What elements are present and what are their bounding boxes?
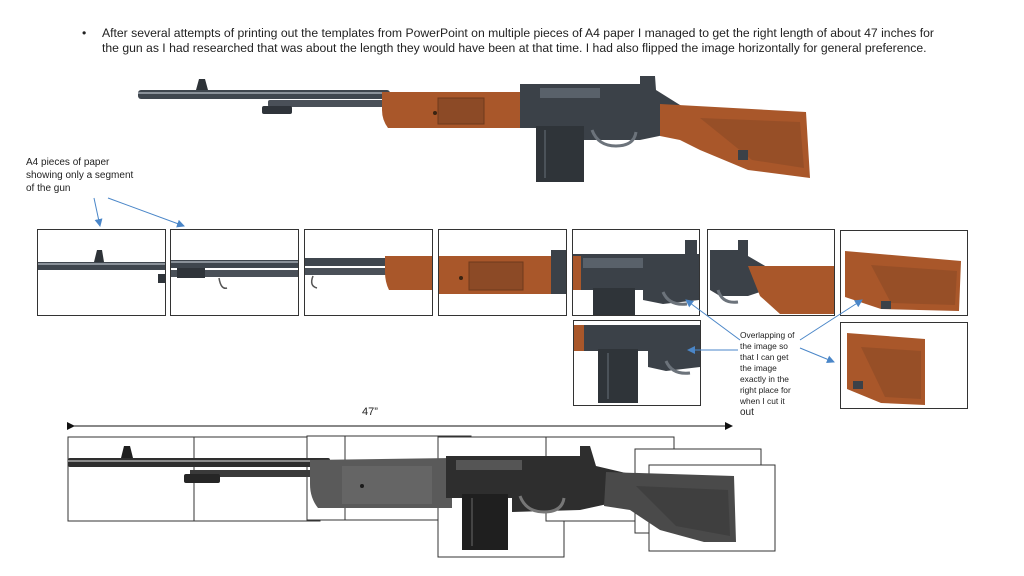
segment-panel-7 xyxy=(840,230,968,316)
arrow-to-panel-2 xyxy=(107,197,185,228)
segment-panel-6 xyxy=(707,229,835,316)
segment-2-image xyxy=(171,260,298,290)
segment-panel-5 xyxy=(572,229,700,316)
segment-7-image xyxy=(845,251,961,311)
segment-3-image xyxy=(305,256,432,290)
composite-sheet-1 xyxy=(67,436,195,522)
segment-panel-2 xyxy=(170,229,299,316)
overlap-panel-right xyxy=(840,322,968,409)
segment-panel-4 xyxy=(438,229,567,316)
bullet-paragraph: • After several attempts of printing out… xyxy=(82,26,942,56)
overlap-left-image xyxy=(574,325,700,403)
segment-panel-3 xyxy=(304,229,433,316)
arrow-to-panel-5 xyxy=(685,299,741,341)
arrow-to-panel-7 xyxy=(799,299,863,341)
a4-pieces-label: A4 pieces of paper showing only a segmen… xyxy=(26,157,134,194)
segment-5-image xyxy=(573,240,699,315)
overlap-panel-left xyxy=(573,320,701,406)
overlap-label: Overlapping of the image so that I can g… xyxy=(740,330,802,418)
segment-4-image xyxy=(439,250,566,294)
length-dimension-label: 47” xyxy=(362,406,378,418)
overlap-right-image xyxy=(847,333,925,405)
bullet-text: After several attempts of printing out t… xyxy=(102,26,934,55)
bullet-point: • xyxy=(82,26,87,40)
segment-panel-1 xyxy=(37,229,166,316)
arrow-to-panel-1 xyxy=(93,197,103,227)
segment-6-image xyxy=(710,240,834,314)
arrow-to-overlap-right xyxy=(799,347,835,364)
overlap-label-last-word: out xyxy=(740,407,754,418)
overlap-label-text: Overlapping of the image so that I can g… xyxy=(740,330,795,406)
segment-1-image xyxy=(38,250,165,283)
